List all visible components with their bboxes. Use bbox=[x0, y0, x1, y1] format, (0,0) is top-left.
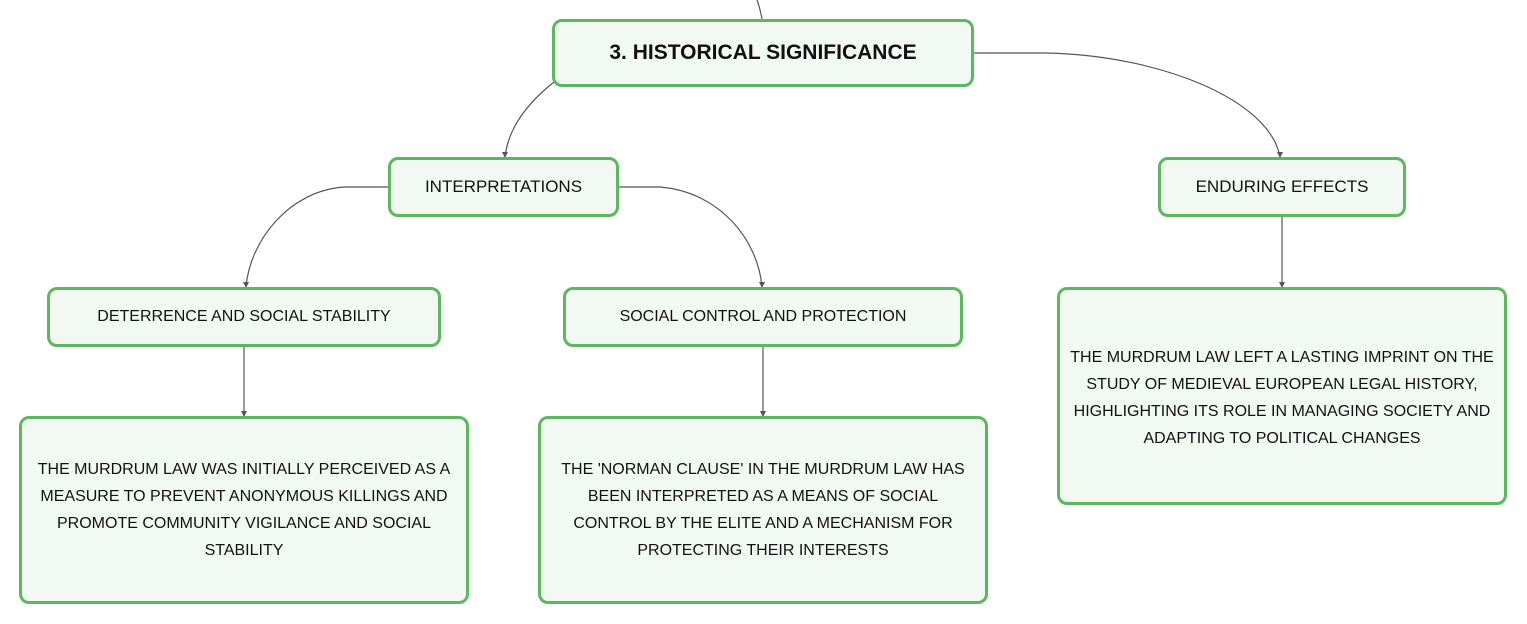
node-deterrence-social-stability[interactable]: DETERRENCE AND SOCIAL STABILITY bbox=[47, 287, 441, 347]
node-enduring-effects-description-text: THE MURDRUM LAW LEFT A LASTING IMPRINT O… bbox=[1070, 349, 1494, 447]
node-deterrence-description[interactable]: THE MURDRUM LAW WAS INITIALLY PERCEIVED … bbox=[19, 416, 469, 604]
node-social-control-description[interactable]: THE 'NORMAN CLAUSE' IN THE MURDRUM LAW H… bbox=[538, 416, 988, 604]
node-enduring-effects-description[interactable]: THE MURDRUM LAW LEFT A LASTING IMPRINT O… bbox=[1057, 287, 1507, 505]
connector-root-enduring-effects bbox=[974, 52, 1281, 158]
connector-incoming-root bbox=[756, 0, 763, 20]
node-enduring-effects-label: ENDURING EFFECTS bbox=[1195, 177, 1369, 196]
connector-interpretations-social-control bbox=[619, 186, 763, 288]
arrowhead-deterrence bbox=[243, 282, 249, 288]
node-historical-significance[interactable]: 3. HISTORICAL SIGNIFICANCE bbox=[552, 19, 974, 87]
arrowhead-deterrence-body bbox=[241, 411, 247, 417]
node-deterrence-label: DETERRENCE AND SOCIAL STABILITY bbox=[97, 308, 391, 325]
node-social-control-protection[interactable]: SOCIAL CONTROL AND PROTECTION bbox=[563, 287, 963, 347]
arrowhead-interpretations bbox=[502, 152, 508, 158]
connector-root-interpretations bbox=[504, 81, 555, 158]
node-enduring-effects[interactable]: ENDURING EFFECTS bbox=[1158, 157, 1406, 217]
arrowhead-enduring-effects bbox=[1277, 152, 1283, 158]
node-interpretations-label: INTERPRETATIONS bbox=[424, 177, 583, 196]
node-social-control-description-text: THE 'NORMAN CLAUSE' IN THE MURDRUM LAW H… bbox=[561, 461, 965, 559]
arrowhead-social-control-body bbox=[760, 411, 766, 417]
node-interpretations[interactable]: INTERPRETATIONS bbox=[388, 157, 619, 217]
node-deterrence-description-text: THE MURDRUM LAW WAS INITIALLY PERCEIVED … bbox=[37, 461, 451, 559]
arrowhead-social-control bbox=[759, 282, 765, 288]
node-historical-significance-title: 3. HISTORICAL SIGNIFICANCE bbox=[609, 41, 917, 64]
arrowhead-enduring-body bbox=[1279, 282, 1285, 288]
connector-interpretations-deterrence bbox=[245, 186, 388, 288]
node-social-control-label: SOCIAL CONTROL AND PROTECTION bbox=[619, 308, 907, 325]
